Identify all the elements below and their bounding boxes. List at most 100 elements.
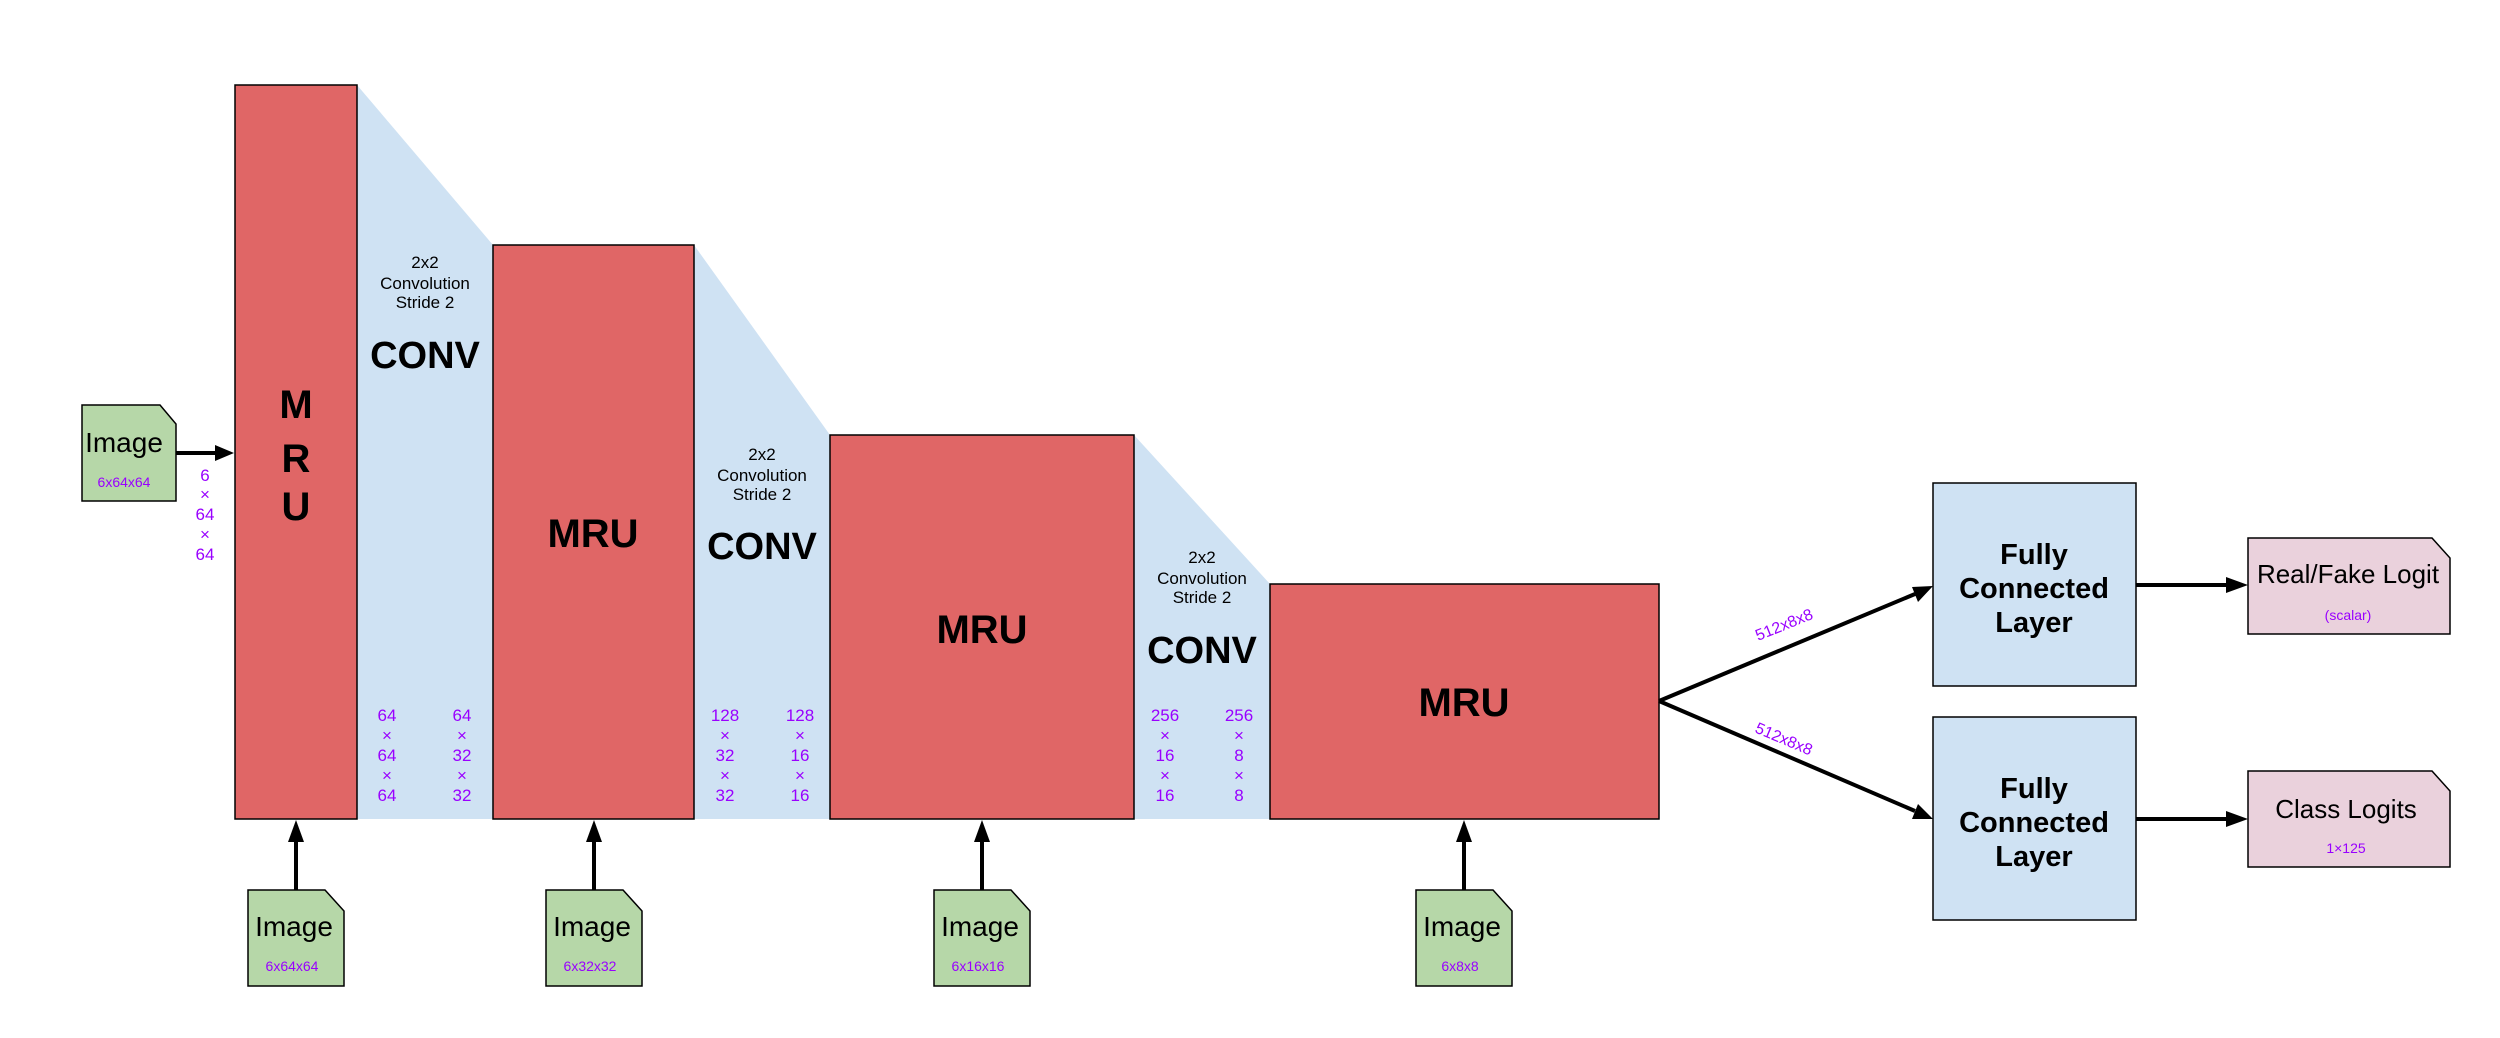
svg-text:16: 16	[1156, 746, 1175, 765]
conv-label: CONV	[707, 526, 817, 568]
image-dims: 6x64x64	[266, 958, 319, 974]
svg-text:64: 64	[453, 706, 472, 725]
svg-text:×: ×	[795, 766, 805, 785]
conv-block-2: 2x2 Convolution Stride 2 CONV 128 × 32 ×…	[694, 245, 830, 819]
conv-out-dims: 128 × 16 × 16	[786, 706, 814, 805]
conv-panel	[1134, 435, 1270, 819]
svg-text:×: ×	[382, 726, 392, 745]
svg-text:64: 64	[378, 786, 397, 805]
conv-in-dims: 64 × 64 × 64	[378, 706, 397, 805]
image-label: Image	[1423, 911, 1501, 942]
conv-panel	[357, 85, 493, 819]
image-note-shape	[545, 889, 643, 987]
mru-rect	[1269, 583, 1660, 820]
conv-desc-line: Convolution	[717, 466, 807, 485]
mru-block-3: MRU	[829, 434, 1135, 820]
image-dims: 6x64x64	[98, 474, 151, 490]
fc-label-line: Layer	[1995, 607, 2072, 639]
mru-label-letter: U	[282, 485, 311, 529]
output-note-shape	[2247, 537, 2451, 635]
svg-text:16: 16	[1156, 786, 1175, 805]
arrowhead-icon	[586, 820, 602, 842]
output-dims: 1×125	[2326, 840, 2366, 856]
svg-text:8: 8	[1234, 786, 1243, 805]
conv-desc-line: 2x2	[411, 253, 438, 272]
edge-to-fc-1	[1658, 592, 1916, 703]
mru-label-letter: R	[282, 437, 311, 481]
arrowhead-icon	[974, 820, 990, 842]
branch-1: Fully Connected Layer Real/Fake Logit (s…	[1932, 482, 2451, 687]
svg-text:×: ×	[457, 766, 467, 785]
mru-label: MRU	[936, 608, 1027, 652]
edge-to-fc-2	[1658, 699, 1916, 813]
conv-panel	[694, 245, 830, 819]
arrowhead-icon	[1912, 804, 1933, 819]
mru-block-2: MRU	[492, 244, 695, 820]
svg-text:16: 16	[791, 786, 810, 805]
mru-rect	[492, 244, 695, 820]
fc-label-line: Fully	[2000, 539, 2068, 571]
image-dims: 6x8x8	[1441, 958, 1479, 974]
svg-text:64: 64	[378, 706, 397, 725]
svg-text:64: 64	[378, 746, 397, 765]
svg-text:256: 256	[1151, 706, 1179, 725]
svg-text:×: ×	[720, 766, 730, 785]
mru-label-letter: M	[279, 383, 312, 427]
svg-text:×: ×	[200, 485, 210, 504]
fc-layer-box	[1932, 482, 2137, 687]
image-note-shape	[933, 889, 1031, 987]
output-note-shape	[2247, 770, 2451, 868]
conv-label: CONV	[1147, 630, 1257, 672]
fc-label-line: Connected	[1959, 573, 2109, 605]
input-image-node: Image 6x64x64 6 × 64 × 64	[81, 404, 234, 564]
fc-label-line: Connected	[1959, 807, 2109, 839]
image-note-shape	[1415, 889, 1513, 987]
svg-text:×: ×	[1160, 766, 1170, 785]
branch-2: Fully Connected Layer Class Logits 1×125	[1932, 716, 2451, 921]
conv-block-3: 2x2 Convolution Stride 2 CONV 256 × 16 ×…	[1134, 435, 1270, 819]
conv-in-dims: 256 × 16 × 16	[1151, 706, 1179, 805]
fc-label-line: Fully	[2000, 773, 2068, 805]
arrowhead-icon	[2226, 577, 2248, 593]
fc-label-line: Layer	[1995, 841, 2072, 873]
svg-text:32: 32	[453, 786, 472, 805]
svg-text:64: 64	[196, 545, 215, 564]
svg-text:64: 64	[196, 505, 215, 524]
output-label: Class Logits	[2275, 794, 2417, 824]
mru-rect	[234, 84, 358, 820]
fc-layer-box	[1932, 716, 2137, 921]
conv-desc-line: Convolution	[1157, 569, 1247, 588]
image-label: Image	[553, 911, 631, 942]
svg-text:6: 6	[200, 466, 209, 485]
image-note-shape	[81, 404, 177, 502]
side-image-node: Image 6x8x8	[1415, 820, 1513, 987]
conv-desc-line: Convolution	[380, 274, 470, 293]
svg-text:×: ×	[457, 726, 467, 745]
side-images: Image6x64x64Image6x32x32Image6x16x16Imag…	[247, 820, 1513, 987]
svg-text:32: 32	[716, 746, 735, 765]
svg-text:128: 128	[711, 706, 739, 725]
mru-block-4: MRU	[1269, 583, 1660, 820]
mru-label: MRU	[1418, 681, 1509, 725]
arrowhead-icon	[1456, 820, 1472, 842]
svg-text:×: ×	[1234, 766, 1244, 785]
input-arrow-dims: 6 × 64 × 64	[196, 466, 215, 564]
conv-in-dims: 128 × 32 × 32	[711, 706, 739, 805]
conv-desc-line: Stride 2	[733, 485, 792, 504]
arrowhead-icon	[1912, 586, 1933, 602]
image-note-shape	[247, 889, 345, 987]
svg-text:×: ×	[1234, 726, 1244, 745]
branch-edges: 512x8x8 512x8x8	[1658, 586, 1933, 819]
svg-text:32: 32	[453, 746, 472, 765]
conv-desc-line: Stride 2	[1173, 588, 1232, 607]
svg-text:×: ×	[795, 726, 805, 745]
svg-text:16: 16	[791, 746, 810, 765]
image-label: Image	[941, 911, 1019, 942]
image-label: Image	[85, 427, 163, 458]
